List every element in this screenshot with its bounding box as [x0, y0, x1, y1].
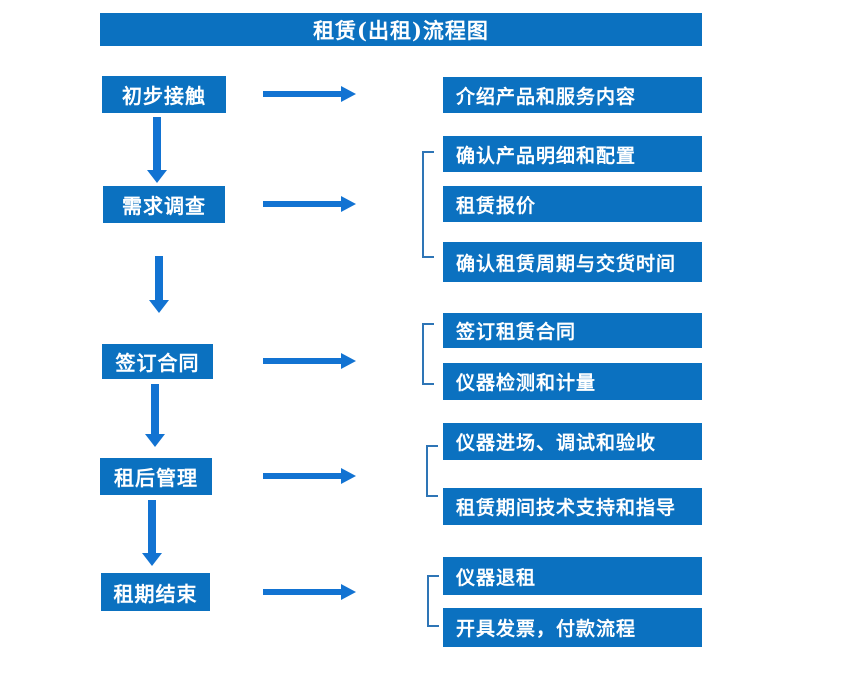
stage-box-demand-survey: 需求调查 [103, 186, 225, 223]
flowchart-title: 租赁(出租)流程图 [313, 17, 489, 43]
arrow-down-icon [149, 256, 169, 313]
bracket-icon [426, 445, 438, 497]
flowchart-title-banner: 租赁(出租)流程图 [100, 13, 702, 46]
detail-label: 仪器进场、调试和验收 [456, 432, 657, 454]
detail-label: 确认租赁周期与交货时间 [456, 252, 677, 275]
stage-label: 需求调查 [122, 194, 206, 218]
arrow-head [341, 86, 356, 102]
arrow-down-icon [147, 117, 167, 183]
stage-box-rental-end: 租期结束 [101, 573, 210, 611]
arrow-shaft [151, 384, 159, 435]
stage-label: 签订合同 [115, 351, 200, 375]
arrow-shaft [153, 117, 161, 171]
detail-box-introduce-products: 介绍产品和服务内容 [443, 77, 702, 113]
detail-box-instrument-return: 仪器退租 [443, 557, 702, 595]
arrow-right-icon [263, 353, 356, 369]
bracket-icon [422, 151, 434, 258]
arrow-head [142, 553, 162, 566]
detail-label: 仪器退租 [456, 566, 537, 589]
arrow-shaft [155, 256, 163, 301]
detail-label: 签订租赁合同 [456, 321, 577, 343]
arrow-down-icon [142, 500, 162, 566]
arrow-head [341, 196, 356, 212]
arrow-right-icon [263, 86, 356, 102]
detail-label: 介绍产品和服务内容 [456, 85, 637, 108]
detail-box-confirm-period-delivery: 确认租赁周期与交货时间 [443, 242, 702, 282]
detail-label: 租赁期间技术支持和指导 [456, 497, 677, 519]
arrow-shaft [148, 500, 156, 554]
stage-label: 初步接触 [122, 84, 206, 108]
detail-box-technical-support: 租赁期间技术支持和指导 [443, 488, 702, 525]
arrow-shaft [263, 589, 343, 595]
arrow-head [341, 584, 356, 600]
detail-box-invoice-payment: 开具发票，付款流程 [443, 608, 702, 647]
detail-box-rental-quotation: 租赁报价 [443, 186, 702, 222]
detail-box-instrument-setup-acceptance: 仪器进场、调试和验收 [443, 423, 702, 460]
arrow-right-icon [263, 468, 356, 484]
stage-label: 租后管理 [114, 466, 198, 490]
detail-box-sign-rental-contract: 签订租赁合同 [443, 313, 702, 348]
bracket-icon [422, 323, 434, 385]
detail-label: 租赁报价 [456, 194, 537, 217]
arrow-shaft [263, 473, 343, 479]
arrow-shaft [263, 91, 343, 97]
detail-label: 开具发票，付款流程 [456, 618, 637, 640]
stage-box-sign-contract: 签订合同 [102, 344, 213, 379]
arrow-right-icon [263, 584, 356, 600]
stage-box-initial-contact: 初步接触 [102, 76, 226, 113]
arrow-head [341, 468, 356, 484]
detail-box-instrument-testing: 仪器检测和计量 [443, 363, 702, 400]
arrow-right-icon [263, 196, 356, 212]
stage-label: 租期结束 [113, 581, 198, 606]
arrow-shaft [263, 201, 343, 207]
detail-label: 仪器检测和计量 [456, 372, 597, 394]
arrow-head [147, 170, 167, 183]
stage-box-post-rental-management: 租后管理 [100, 458, 212, 495]
detail-box-confirm-product-config: 确认产品明细和配置 [443, 136, 702, 172]
arrow-shaft [263, 358, 343, 364]
arrow-head [145, 434, 165, 447]
arrow-head [149, 300, 169, 313]
detail-label: 确认产品明细和配置 [456, 144, 637, 167]
bracket-icon [427, 575, 439, 627]
arrow-head [341, 353, 356, 369]
arrow-down-icon [145, 384, 165, 447]
